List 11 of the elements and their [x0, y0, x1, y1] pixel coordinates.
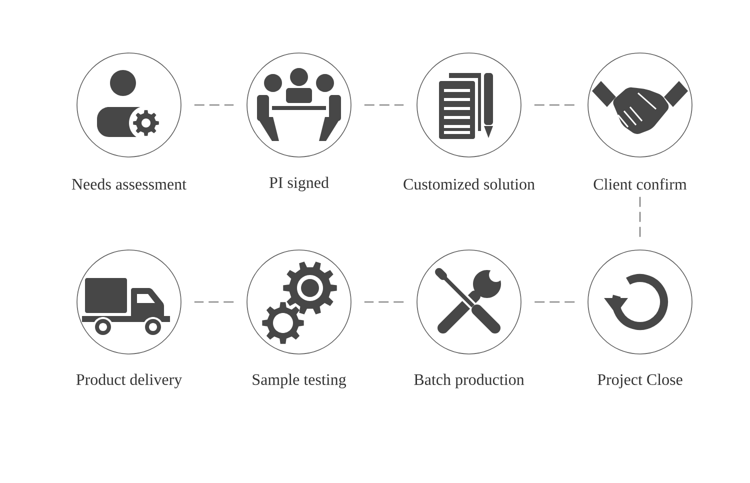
step-label: Customized solution [404, 178, 535, 190]
connector-line [534, 104, 575, 106]
step-label: Project Close [598, 374, 682, 388]
connector-line [364, 104, 404, 106]
step-label: Batch production [414, 374, 524, 388]
step-label: Sample testing [252, 374, 346, 388]
connector-line [194, 104, 234, 106]
step-label: PI signed [269, 176, 329, 192]
step-label: Client confirm [594, 178, 687, 190]
step-label: Needs assessment [72, 178, 186, 190]
step-label: Product delivery [76, 374, 182, 388]
